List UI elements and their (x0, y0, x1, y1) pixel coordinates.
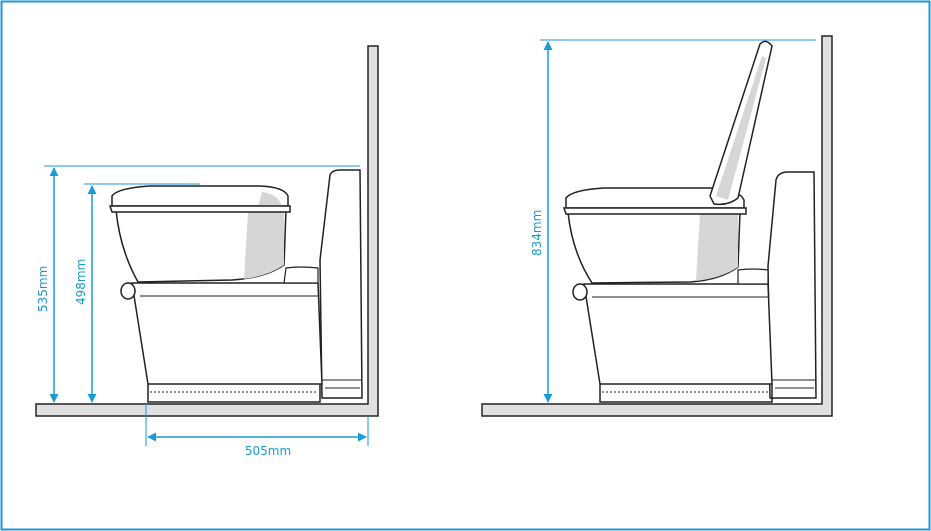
right-bowl-shade (696, 214, 738, 281)
right-floor-wall (481, 35, 833, 417)
left-bowl-shade (244, 212, 284, 279)
left-base (131, 282, 323, 385)
dim-label-834: 834mm (530, 210, 544, 256)
dim-label-498: 498mm (74, 259, 88, 305)
left-floor-wall (35, 45, 379, 417)
right-base (583, 283, 773, 385)
left-dimensions: 535mm 498mm 505mm (36, 165, 369, 458)
left-lid (111, 185, 289, 207)
left-release-knob (120, 282, 136, 300)
dim-label-505: 505mm (245, 444, 291, 458)
left-cistern (319, 169, 363, 399)
left-view-lid-closed (35, 45, 379, 417)
right-cistern (767, 171, 817, 399)
right-release-knob (572, 283, 588, 301)
dim-label-535: 535mm (36, 266, 50, 312)
right-view-lid-open (481, 35, 833, 417)
right-dimensions: 834mm (530, 39, 816, 403)
